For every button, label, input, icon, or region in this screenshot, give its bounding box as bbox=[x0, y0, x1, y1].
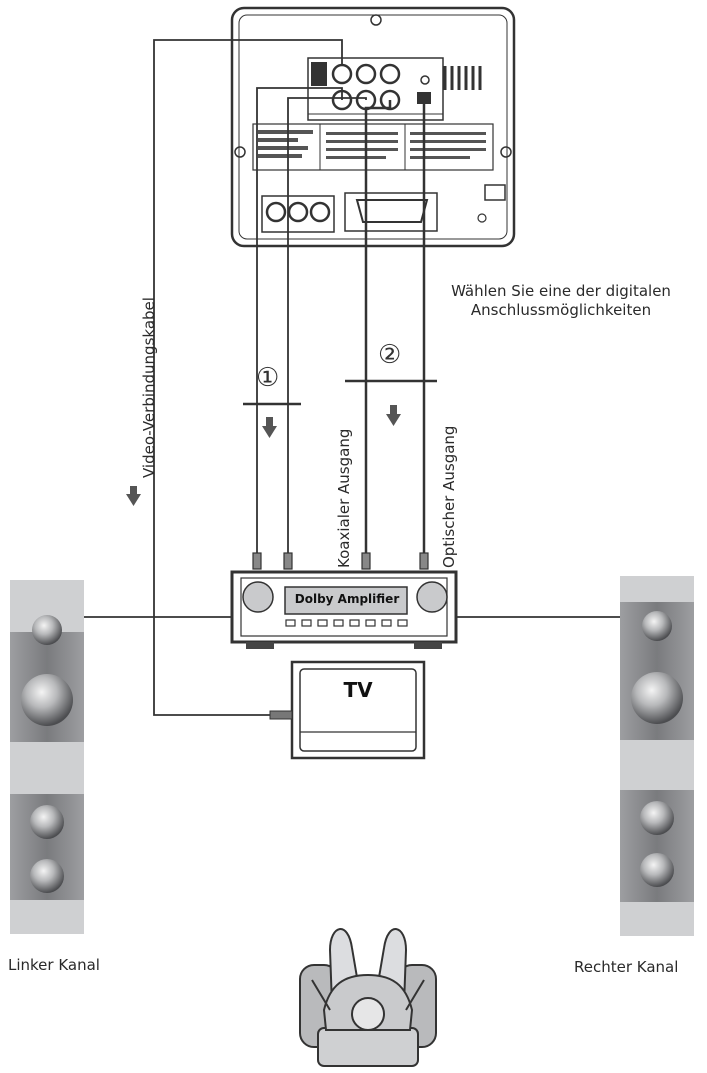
speaker-driver-icon bbox=[640, 853, 674, 887]
tv-label: TV bbox=[343, 678, 373, 702]
option-2-marker: ② bbox=[378, 340, 402, 370]
tv-set bbox=[269, 660, 426, 760]
coax-cable bbox=[364, 100, 392, 556]
analog-cable-left bbox=[256, 87, 343, 556]
speaker-driver-icon bbox=[642, 611, 672, 641]
right-channel-label: Rechter Kanal bbox=[574, 958, 679, 976]
coax-output-label: Koaxialer Ausgang bbox=[335, 428, 353, 568]
analog-cable-right bbox=[287, 97, 367, 556]
down-arrow-icon bbox=[126, 486, 141, 506]
down-arrow-icon bbox=[262, 417, 277, 438]
video-cable-label: Video-Verbindungskabel bbox=[140, 297, 158, 478]
right-speaker bbox=[620, 576, 694, 936]
option-1-marker: ① bbox=[256, 363, 280, 393]
down-arrow-icon bbox=[386, 405, 401, 426]
left-speaker bbox=[10, 580, 84, 934]
optical-output-label: Optischer Ausgang bbox=[440, 425, 458, 568]
option-brackets bbox=[243, 379, 437, 406]
speaker-driver-icon bbox=[640, 801, 674, 835]
digital-options-caption: Wählen Sie eine der digitalen Anschlussm… bbox=[451, 282, 671, 319]
left-channel-label: Linker Kanal bbox=[8, 956, 100, 974]
cables bbox=[84, 39, 620, 716]
video-cable bbox=[153, 39, 343, 716]
speaker-driver-icon bbox=[631, 672, 683, 724]
amplifier-plugs bbox=[252, 552, 429, 570]
speaker-driver-icon bbox=[30, 805, 64, 839]
speaker-driver-icon bbox=[30, 859, 64, 893]
armchair-listener-icon bbox=[299, 928, 437, 1067]
player-rear-panel bbox=[230, 6, 516, 248]
dolby-amplifier bbox=[230, 570, 458, 649]
speaker-driver-icon bbox=[21, 674, 73, 726]
speaker-driver-icon bbox=[32, 615, 62, 645]
amplifier-display-label: Dolby Amplifier bbox=[294, 592, 400, 606]
